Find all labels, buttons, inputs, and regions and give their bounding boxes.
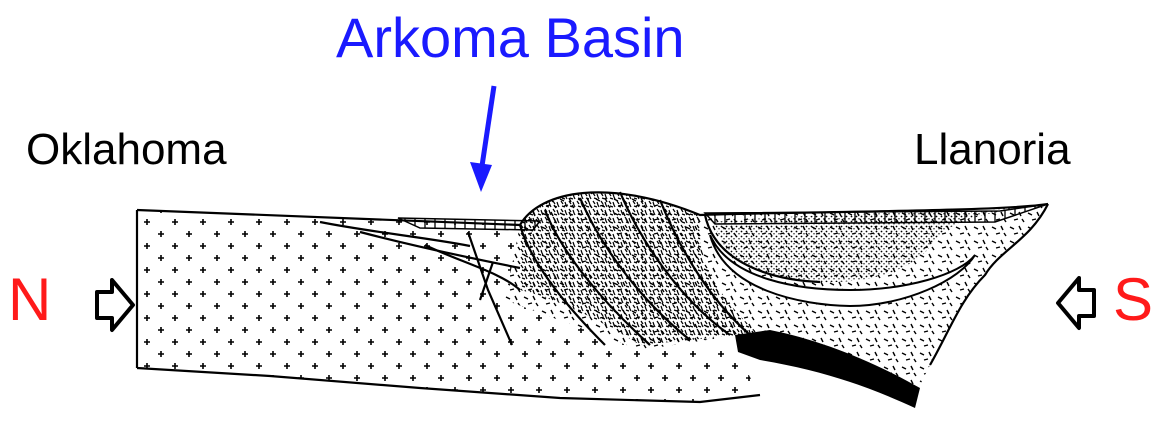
arrow-down-icon — [470, 86, 494, 192]
outline-arrow-right-icon — [97, 280, 133, 330]
outline-arrow-left-icon — [1058, 278, 1094, 328]
